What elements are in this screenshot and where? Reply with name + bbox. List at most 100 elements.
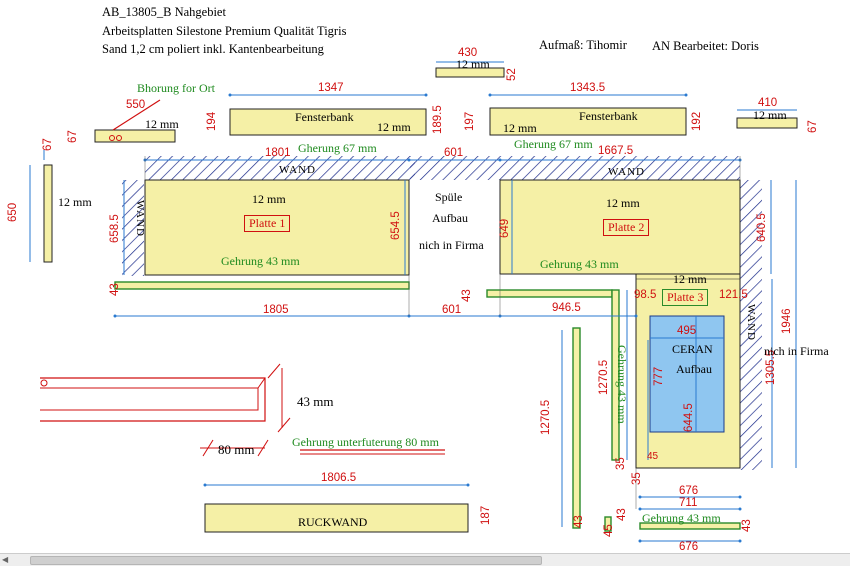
ceran-aufbau-label: Aufbau [676, 362, 712, 376]
dim-1805: 1805 [263, 304, 289, 316]
small-piece-430 [435, 67, 505, 78]
dim-194: 194 [206, 111, 218, 131]
ruckwand-plate [204, 503, 469, 533]
dim-711: 711 [679, 497, 698, 509]
platte-1-label: Platte 1 [244, 215, 291, 233]
thickness-550: 12 mm [145, 117, 179, 131]
dim-654-5: 654.5 [390, 211, 402, 240]
spuele-label: Spüle [435, 190, 463, 204]
dim-67-right: 67 [807, 120, 819, 133]
wall-hatch-left [122, 180, 144, 276]
wand-label-left: WAND [134, 200, 146, 237]
platte-1-shape [144, 179, 410, 276]
side-piece-650 [43, 164, 53, 263]
dim-43-mid: 43 [461, 289, 473, 302]
dim-1270-5-left: 1270.5 [540, 399, 552, 435]
dim-946-5: 946.5 [552, 302, 581, 314]
thickness-p1: 12 mm [252, 192, 286, 206]
small-piece-410 [736, 117, 798, 129]
thickness-side: 12 mm [58, 195, 92, 209]
fensterbank-left-label: Fensterbank [295, 110, 354, 124]
gehrung-43-p2: Gehrung 43 mm [540, 257, 619, 271]
dim-45: 45 [647, 451, 659, 462]
scrollbar-thumb[interactable] [30, 556, 542, 565]
thickness-p2: 12 mm [606, 196, 640, 210]
gehrung-unter-label: Gehrung unterfuterung 80 mm [292, 435, 439, 449]
dim-676-top: 676 [679, 485, 699, 497]
bearbeitet-label: AN Bearbeitet: Doris [652, 39, 759, 53]
small-piece-550 [94, 129, 176, 143]
wand-label-right: WAND [745, 304, 757, 341]
dim-640-5: 640.5 [756, 213, 768, 242]
header-line-2: Arbeitsplatten Silestone Premium Qualitä… [102, 24, 347, 38]
dim-1801: 1801 [265, 147, 291, 159]
header-line-1: AB_13805_B Nahgebiet [102, 5, 226, 19]
dim-1343-5: 1343.5 [570, 82, 606, 94]
dim-67-small: 67 [67, 130, 79, 143]
dim-777: 777 [653, 366, 665, 386]
thickness-fb-left: 12 mm [377, 120, 411, 134]
profile-43mm-label: 43 mm [297, 394, 334, 409]
dim-43-left: 43 [109, 283, 121, 296]
dim-43-small-left: 43 [616, 508, 628, 521]
gehrung-43-vertical: Gehrung 43 mm [615, 345, 629, 424]
ruckwand-label: RUCKWAND [298, 515, 368, 529]
dim-676-bottom: 676 [679, 541, 699, 553]
thickness-410: 12 mm [753, 108, 787, 122]
gehrung-43-bottom: Gehrung 43 mm [642, 511, 721, 525]
dim-649: 649 [499, 218, 511, 238]
ceran-label: CERAN [672, 342, 713, 356]
wall-hatch-right [740, 180, 762, 470]
dim-35-lower: 35 [631, 472, 643, 485]
dim-192: 192 [691, 111, 703, 131]
thickness-fb-right: 12 mm [503, 121, 537, 135]
nich-in-firma-right: nich in Firma [764, 344, 829, 358]
dim-189-5: 189.5 [432, 105, 444, 134]
dim-121-5: 121.5 [719, 289, 748, 301]
dim-430: 430 [458, 47, 478, 59]
dim-43-small-right: 43 [741, 519, 753, 532]
ceran-cooktop [649, 315, 725, 433]
wand-label-top-left: WAND [279, 164, 316, 176]
dim-650: 650 [7, 202, 19, 222]
dim-1946: 1946 [781, 308, 793, 334]
gherung-label-right: Gherung 67 mm [514, 137, 593, 151]
aufmass-label: Aufmaß: Tihomir [539, 38, 627, 52]
scroll-left-arrow-icon[interactable]: ◀ [2, 555, 9, 564]
fensterbank-left [229, 108, 427, 136]
dim-601-bottom: 601 [442, 304, 462, 316]
fensterbank-right-label: Fensterbank [579, 109, 638, 123]
dim-1806-5: 1806.5 [321, 472, 357, 484]
horizontal-scrollbar[interactable]: ◀ [0, 553, 850, 566]
profile-80mm-label: 80 mm [218, 442, 255, 457]
thickness-p3: 12 mm [673, 272, 707, 286]
dim-45-bottom: 45 [603, 524, 615, 537]
header-line-3: Sand 1,2 cm poliert inkl. Kantenbearbeit… [102, 42, 324, 56]
dim-98-5: 98.5 [634, 289, 657, 301]
dim-601-top: 601 [444, 147, 464, 159]
platte-3-label: Platte 3 [662, 289, 709, 307]
dim-658-5: 658.5 [109, 214, 121, 243]
dim-644-5: 644.5 [683, 403, 695, 432]
dim-495: 495 [677, 325, 697, 337]
nich-in-firma-center: nich in Firma [419, 238, 484, 252]
bhorung-label: Bhorung for Ort [137, 81, 215, 95]
gehrung-43-p1: Gehrung 43 mm [221, 254, 300, 268]
dim-1667-5: 1667.5 [598, 145, 634, 157]
dim-550: 550 [126, 99, 146, 111]
gherung-label-left: Gherung 67 mm [298, 141, 377, 155]
dim-43-strip: 43 [573, 515, 585, 528]
wand-label-top-right: WAND [608, 166, 645, 178]
dim-1270-5-right: 1270.5 [598, 359, 610, 395]
dim-35-upper: 35 [615, 457, 627, 470]
dim-1347: 1347 [318, 82, 344, 94]
platte-2-label: Platte 2 [603, 219, 650, 237]
dim-67-side: 67 [42, 138, 54, 151]
dim-197: 197 [464, 111, 476, 131]
fensterbank-right [489, 107, 687, 136]
dim-410: 410 [758, 97, 778, 109]
spuele-aufbau-label: Aufbau [432, 211, 468, 225]
dim-52: 52 [506, 68, 518, 81]
